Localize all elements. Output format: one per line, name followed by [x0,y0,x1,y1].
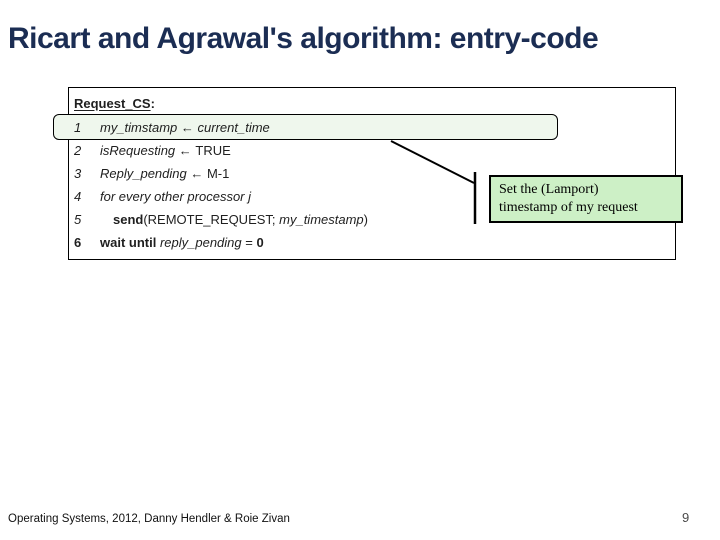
code-segment: = [241,235,257,250]
highlighted-line-box [53,114,558,140]
code-segment: 0 [256,235,264,250]
line-text: send(REMOTE_REQUEST; my_timestamp) [100,212,368,227]
code-header-label: Request_CS [74,96,151,111]
line-number: 4 [74,189,82,204]
code-line-5: 5 send(REMOTE_REQUEST; my_timestamp) [74,208,368,231]
line-number: 3 [74,166,82,181]
assign-arrow-icon: ← [175,143,196,158]
line-text: for every other processor j [100,189,251,204]
line-number: 5 [74,212,82,227]
code-segment: M-1 [206,166,230,181]
code-header-colon: : [150,96,155,111]
code-line-1: 1 my_timstamp ← current_time [74,116,368,139]
line-number: 2 [74,143,82,158]
code-segment: ) [363,212,369,227]
code-lines: 1 my_timstamp ← current_time 2 isRequesting… [74,116,368,254]
code-segment: current_time [197,120,270,135]
assign-arrow-icon: ← [186,166,207,181]
code-segment: send [113,212,144,227]
code-line-3: 3 Reply_pending ← M-1 [74,162,368,185]
code-segment: TRUE [195,143,231,158]
line-number: 1 [74,120,82,135]
code-segment: for every other processor j [100,189,252,204]
footer-credits: Operating Systems, 2012, Danny Hendler &… [8,513,290,525]
assign-arrow-icon: ← [177,120,198,135]
code-segment: my_timestamp [279,212,364,227]
line-text: isRequesting ← TRUE [100,143,231,158]
code-segment: reply_pending [159,235,242,250]
code-line-6: 6 wait until reply_pending = 0 [74,231,368,254]
line-text: my_timstamp ← current_time [100,120,270,135]
code-segment: wait until [100,235,160,250]
line-text: Reply_pending ← M-1 [100,166,229,181]
line-text: wait until reply_pending = 0 [100,235,264,250]
page-number: 9 [682,510,690,525]
code-segment: (REMOTE_REQUEST; [143,212,280,227]
callout-text-line2: timestamp of my request [499,199,638,215]
code-block: Request_CS: 1 my_timstamp ← current_time 2… [74,92,368,254]
code-segment: Reply_pending [100,166,187,181]
slide-title: Ricart and Agrawal's algorithm: entry-co… [8,22,599,55]
code-segment: my_timstamp [100,120,178,135]
code-line-4: 4 for every other processor j [74,185,368,208]
callout-box: Set the (Lamport) timestamp of my reques… [489,175,683,223]
line-number: 6 [74,235,82,250]
callout-text-line1: Set the (Lamport) [499,182,599,197]
code-segment: isRequesting [100,143,176,158]
code-header: Request_CS: [74,92,368,116]
code-line-2: 2 isRequesting ← TRUE [74,139,368,162]
